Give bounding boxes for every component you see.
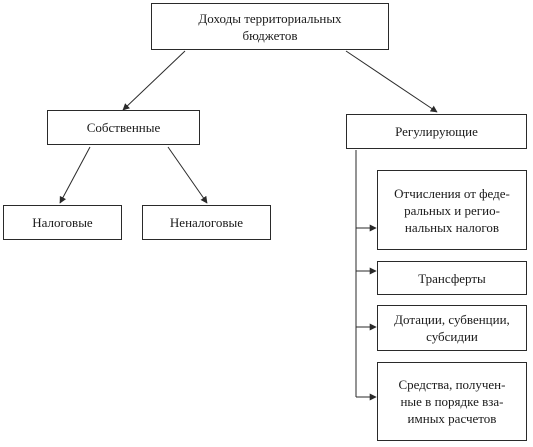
connector-root-regulating <box>345 50 438 113</box>
reg-item-box-2: Трансферты <box>377 261 527 295</box>
root-label: Доходы территориальных бюджетов <box>198 10 342 43</box>
nontax-box: Неналоговые <box>142 205 271 240</box>
regulating-revenues-label: Регулирующие <box>395 124 478 139</box>
reg-item-box-4: Средства, получен- ные в порядке вза- им… <box>377 362 527 441</box>
reg-item-box-3: Дотации, субвенции, субсидии <box>377 305 527 351</box>
root-box: Доходы территориальных бюджетов <box>151 3 389 50</box>
nontax-label: Неналоговые <box>169 215 244 230</box>
reg-item-label-4: Средства, получен- ные в порядке вза- им… <box>398 377 506 426</box>
tax-label: Налоговые <box>32 215 93 230</box>
regulating-revenues-box: Регулирующие <box>346 114 527 149</box>
reg-item-label-2: Трансферты <box>418 270 486 286</box>
reg-item-box-1: Отчисления от феде- ральных и регио- нал… <box>377 170 527 250</box>
connector-own-tax <box>59 146 91 204</box>
connector-root-own <box>122 50 186 111</box>
connector-own-nontax <box>167 146 208 204</box>
own-revenues-box: Собственные <box>47 110 200 145</box>
reg-item-label-1: Отчисления от феде- ральных и регио- нал… <box>394 185 510 235</box>
own-revenues-label: Собственные <box>86 120 161 135</box>
reg-item-label-3: Дотации, субвенции, субсидии <box>394 312 510 344</box>
tax-box: Налоговые <box>3 205 122 240</box>
